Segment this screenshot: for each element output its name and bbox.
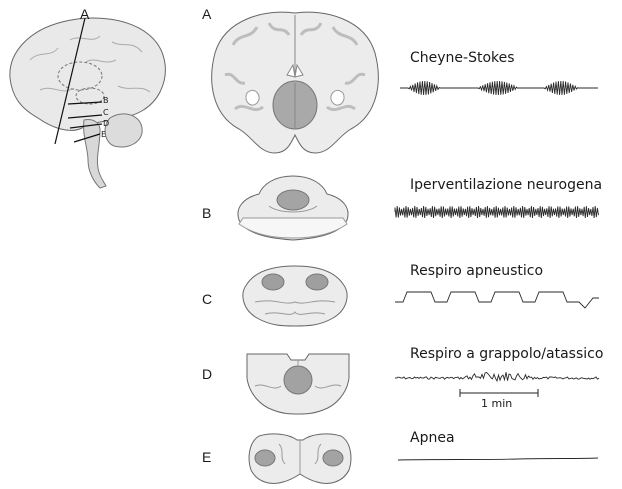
pattern-label-neurogenic-hyperventilation: Iperventilazione neurogena (410, 177, 602, 193)
coronal-section-a (205, 5, 385, 165)
side-label-d: D (103, 119, 109, 128)
trace-cluster-ataxic (395, 364, 600, 388)
lower-pons-highlight (284, 366, 312, 394)
section-label-d: D (202, 366, 212, 382)
pattern-label-apneustic: Respiro apneustico (410, 263, 543, 279)
section-label-b: B (202, 205, 211, 221)
pons-highlight-left (262, 274, 284, 290)
pons-section-d (243, 348, 353, 418)
side-label-a: A (80, 6, 89, 22)
pattern-label-cluster-ataxic: Respiro a grappolo/atassico (410, 346, 603, 362)
trace-apnea (398, 454, 600, 464)
time-scale-label: 1 min (481, 397, 512, 410)
medulla-highlight-right (323, 450, 343, 466)
brain-lateral-view (0, 0, 180, 200)
section-label-e: E (202, 449, 211, 465)
trace-apneustic (395, 288, 600, 310)
side-label-e: E (101, 130, 106, 139)
trace-cheyne-stokes (400, 78, 600, 98)
cerebrum-outline (10, 18, 165, 130)
section-label-c: C (202, 291, 212, 307)
trace-neurogenic-hyperventilation (395, 205, 600, 219)
medulla-section-e (245, 430, 355, 488)
midbrain-section-b (233, 172, 353, 247)
cerebellum-outline (105, 114, 142, 147)
side-label-b: B (103, 96, 109, 105)
medulla-highlight-left (255, 450, 275, 466)
midbrain-highlight (277, 190, 309, 210)
pons-section-c (235, 262, 355, 330)
side-label-c: C (103, 108, 109, 117)
pons-highlight-right (306, 274, 328, 290)
pattern-label-apnea: Apnea (410, 430, 455, 446)
pattern-label-cheyne-stokes: Cheyne-Stokes (410, 50, 515, 66)
